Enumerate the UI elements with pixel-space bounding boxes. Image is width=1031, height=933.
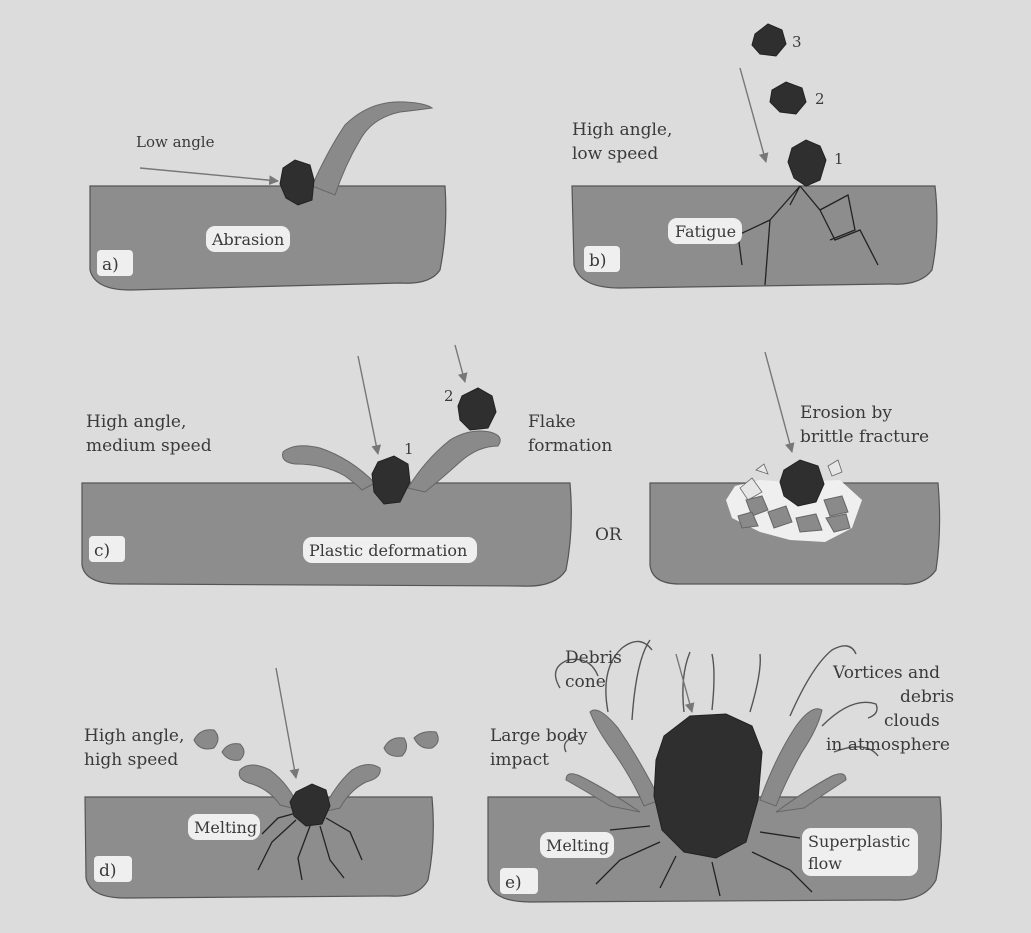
panel-e-vortices-4: in atmosphere <box>826 735 950 755</box>
panel-c-flake-label-2: formation <box>528 436 612 456</box>
panel-c-angle-label-2: medium speed <box>86 436 212 456</box>
panel-e-trajectory-arrow <box>676 654 692 712</box>
panel-a-id: a) <box>102 255 119 275</box>
panel-a-angle-label: Low angle <box>136 133 215 151</box>
panel-c-alt-trajectory-arrow <box>765 352 792 452</box>
panel-e-debris-cone-1: Debris <box>565 648 622 668</box>
panel-b-impact-3: 3 <box>792 33 802 51</box>
panel-b-ground <box>572 186 937 288</box>
panel-d-angle-label-1: High angle, <box>84 726 184 746</box>
panel-c-erosion-label-1: Erosion by <box>800 403 892 423</box>
panel-e-id: e) <box>505 873 522 893</box>
panel-e-large-body <box>654 714 762 858</box>
panel-d-droplet-2 <box>222 744 244 761</box>
panel-c-trajectory-arrow-1 <box>358 356 378 454</box>
panel-a-flake <box>312 102 432 195</box>
panel-d-droplet-4 <box>414 732 438 749</box>
panel-a-inside-label: Abrasion <box>211 230 284 249</box>
panel-b-trajectory-arrow <box>740 68 766 162</box>
panel-d-droplet-1 <box>194 730 218 749</box>
panel-c-inside-label: Plastic deformation <box>309 541 467 560</box>
panel-d: High angle, high speed Melting d) <box>84 668 438 898</box>
panel-b-angle-label-1: High angle, <box>572 120 672 140</box>
panel-c-particle-2 <box>458 388 496 430</box>
panel-a-trajectory-arrow <box>140 168 278 181</box>
panel-b-impact-1: 1 <box>834 150 844 168</box>
panel-c-impact-1: 1 <box>404 440 414 458</box>
panel-b-angle-label-2: low speed <box>572 144 658 164</box>
panel-b-particle-1 <box>788 140 826 186</box>
panel-e-large-body-2: impact <box>490 750 549 770</box>
panel-c-trajectory-arrow-2 <box>455 345 465 382</box>
panel-e-superplastic-1: Superplastic <box>808 832 910 851</box>
panel-b-inside-label: Fatigue <box>675 222 736 241</box>
panel-c-erosion-label-2: brittle fracture <box>800 427 929 447</box>
panel-a: Low angle Abrasion a) <box>90 102 446 290</box>
panel-c-or-label: OR <box>595 525 623 545</box>
panel-c-id: c) <box>94 541 110 561</box>
panel-e-vortices-2: debris <box>900 687 954 707</box>
panel-d-trajectory-arrow <box>276 668 296 778</box>
panel-b: High angle, low speed 3 2 1 Fatigue b) <box>572 24 937 288</box>
panel-d-id: d) <box>99 861 117 881</box>
panel-e-melting-label: Melting <box>546 836 609 855</box>
panel-c-impact-2: 2 <box>444 387 454 405</box>
panel-e-vortices-3: clouds <box>884 711 940 731</box>
panel-c-ground <box>82 483 571 586</box>
panel-d-inside-label: Melting <box>194 818 257 837</box>
panel-e-debris-cone-2: cone <box>565 672 606 692</box>
panel-d-ground <box>85 797 433 898</box>
panel-c-flake-label-1: Flake <box>528 412 576 432</box>
panel-e: Debris cone Large body impact Vortices a… <box>488 640 954 902</box>
panel-b-impact-2: 2 <box>815 90 825 108</box>
panel-d-droplet-3 <box>384 738 407 757</box>
panel-b-id: b) <box>589 251 607 271</box>
panel-e-superplastic-2: flow <box>808 854 842 873</box>
panel-b-particle-3 <box>752 24 786 56</box>
panel-c: High angle, medium speed 1 2 Flake forma… <box>82 345 940 586</box>
panel-e-vortices-1: Vortices and <box>832 663 940 683</box>
panel-c-angle-label-1: High angle, <box>86 412 186 432</box>
panel-b-particle-2 <box>770 82 806 114</box>
panel-d-angle-label-2: high speed <box>84 750 178 770</box>
panel-e-large-body-1: Large body <box>490 726 588 746</box>
